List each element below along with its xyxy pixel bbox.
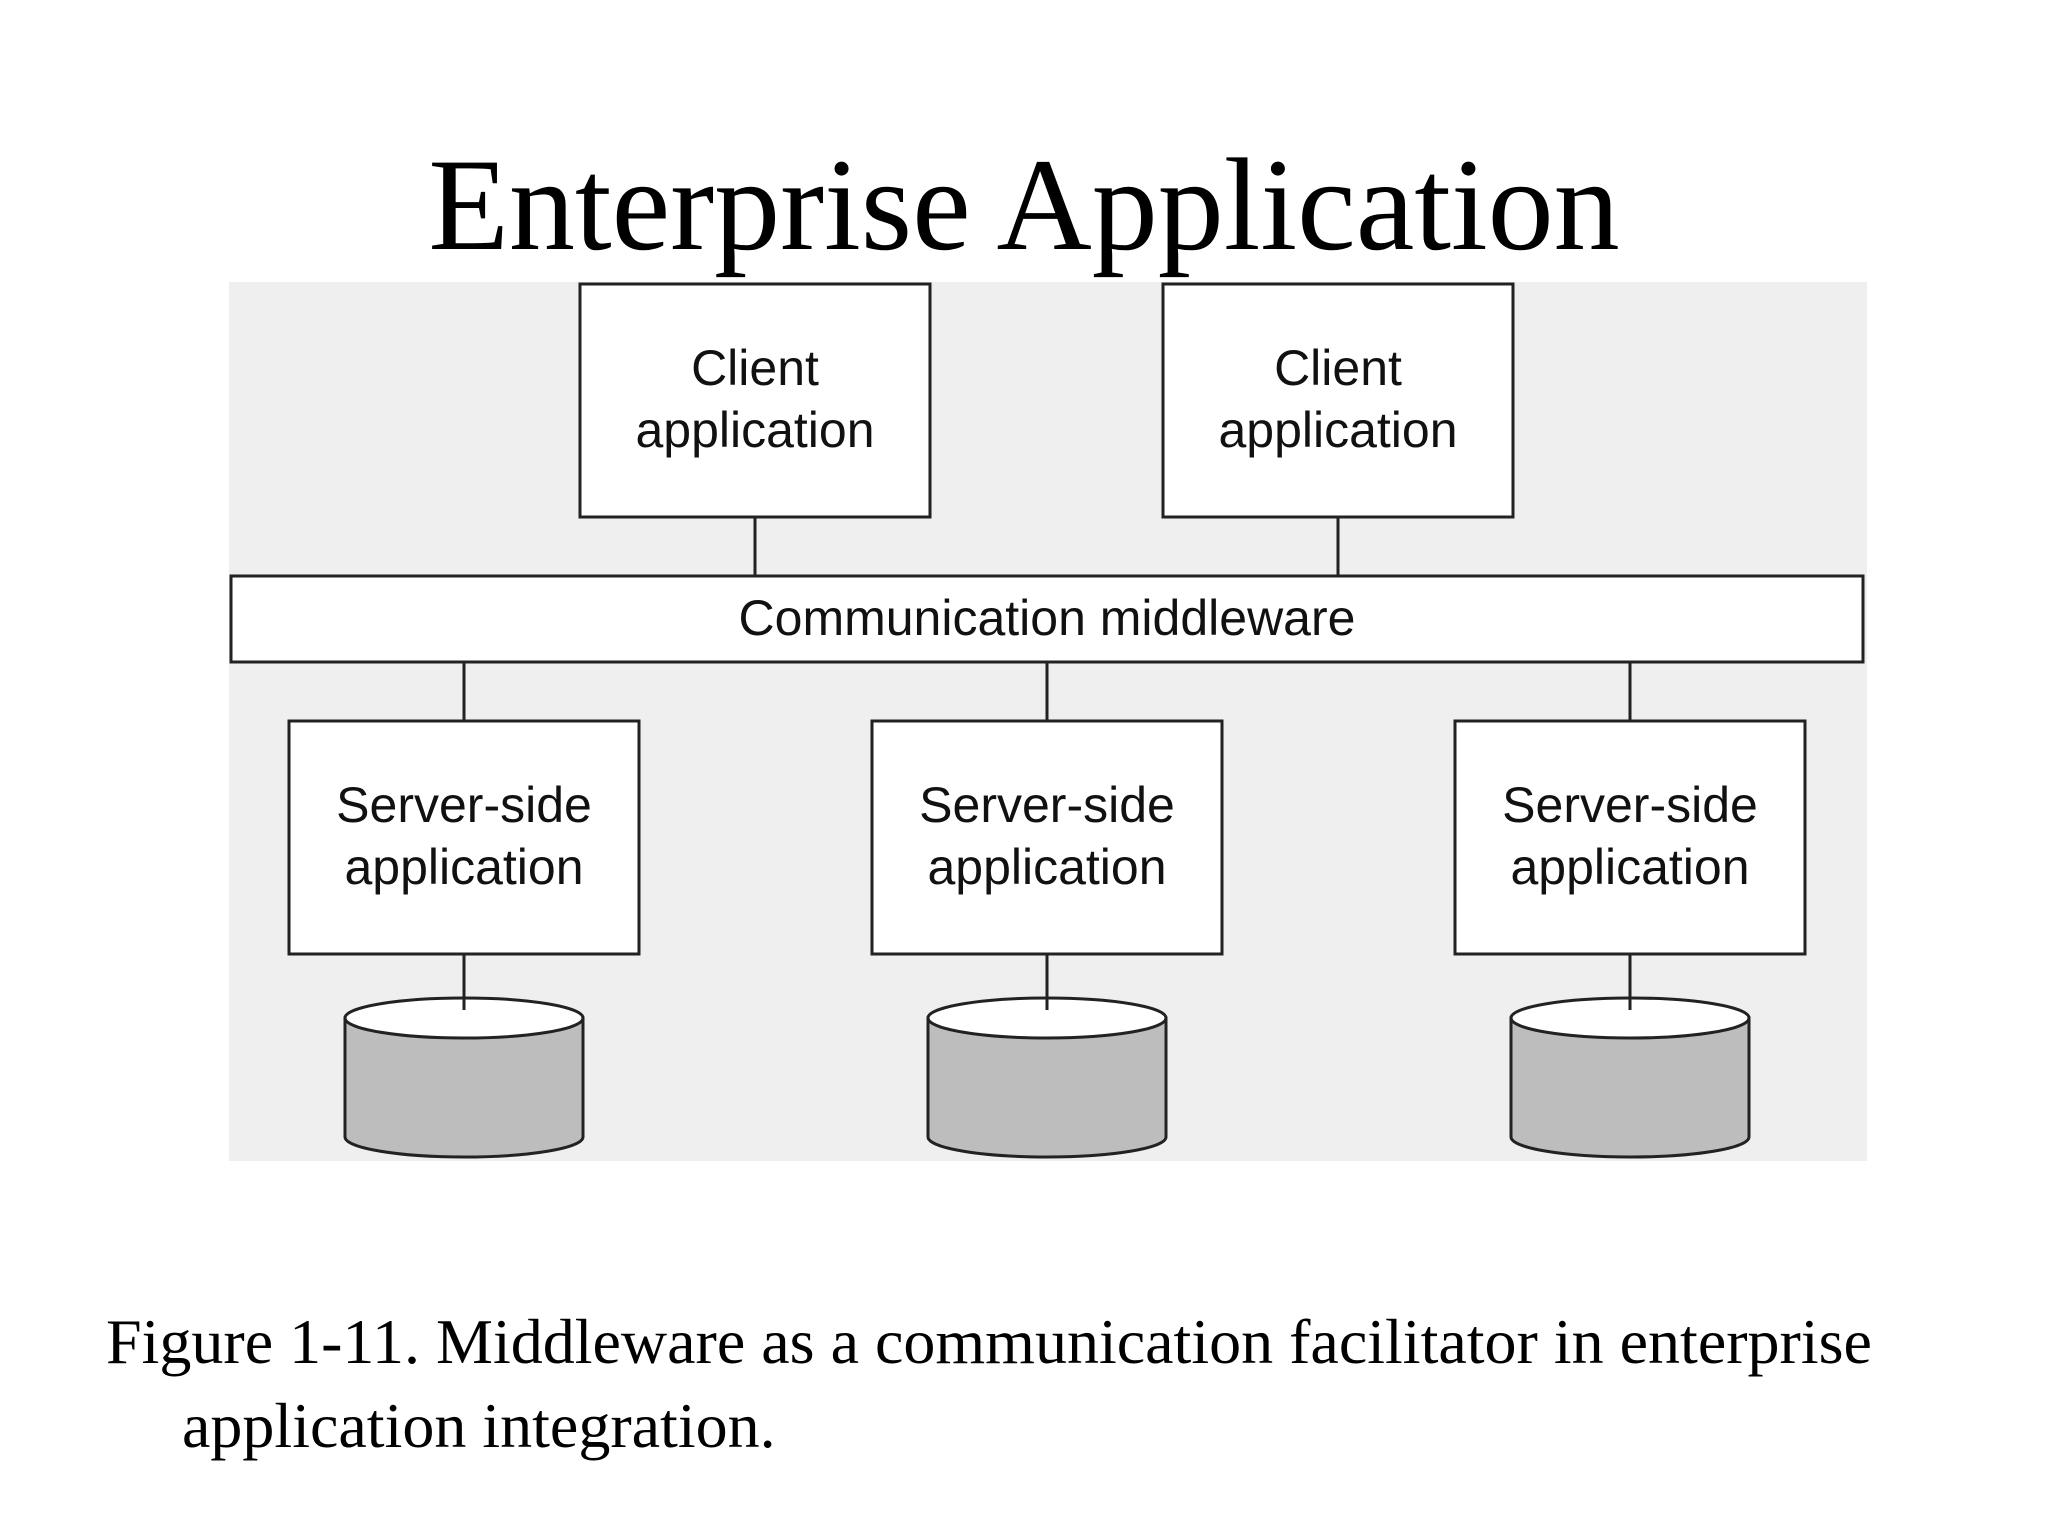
- server-box-1-line1: Server-side: [336, 777, 592, 833]
- server-box-3-line1: Server-side: [1502, 777, 1758, 833]
- server-side-application-box-3: Server-side application: [1453, 719, 1807, 956]
- server-side-application-box-1: Server-side application: [287, 719, 641, 956]
- database-icon-2: [926, 954, 1168, 1159]
- server-box-2-line2: application: [927, 839, 1166, 895]
- communication-middleware-bar: Communication middleware: [229, 574, 1865, 664]
- database-icon-1: [343, 954, 585, 1159]
- server-box-3-line2: application: [1510, 839, 1749, 895]
- database-icon-3: [1509, 954, 1751, 1159]
- server-side-application-box-2: Server-side application: [870, 719, 1224, 956]
- server-box-2-line1: Server-side: [919, 777, 1175, 833]
- slide-title: Enterprise Application: [428, 131, 1620, 278]
- client-box-1-line2: application: [635, 402, 874, 458]
- middleware-label: Communication middleware: [739, 590, 1356, 646]
- client-box-1-line1: Client: [691, 340, 819, 396]
- client-application-box-1: Client application: [578, 282, 932, 519]
- client-box-2-line1: Client: [1274, 340, 1402, 396]
- client-application-box-2: Client application: [1161, 282, 1515, 519]
- figure-caption: Figure 1-11. Middleware as a communicati…: [106, 1306, 1872, 1461]
- client-box-2-line2: application: [1218, 402, 1457, 458]
- server-box-1-line2: application: [344, 839, 583, 895]
